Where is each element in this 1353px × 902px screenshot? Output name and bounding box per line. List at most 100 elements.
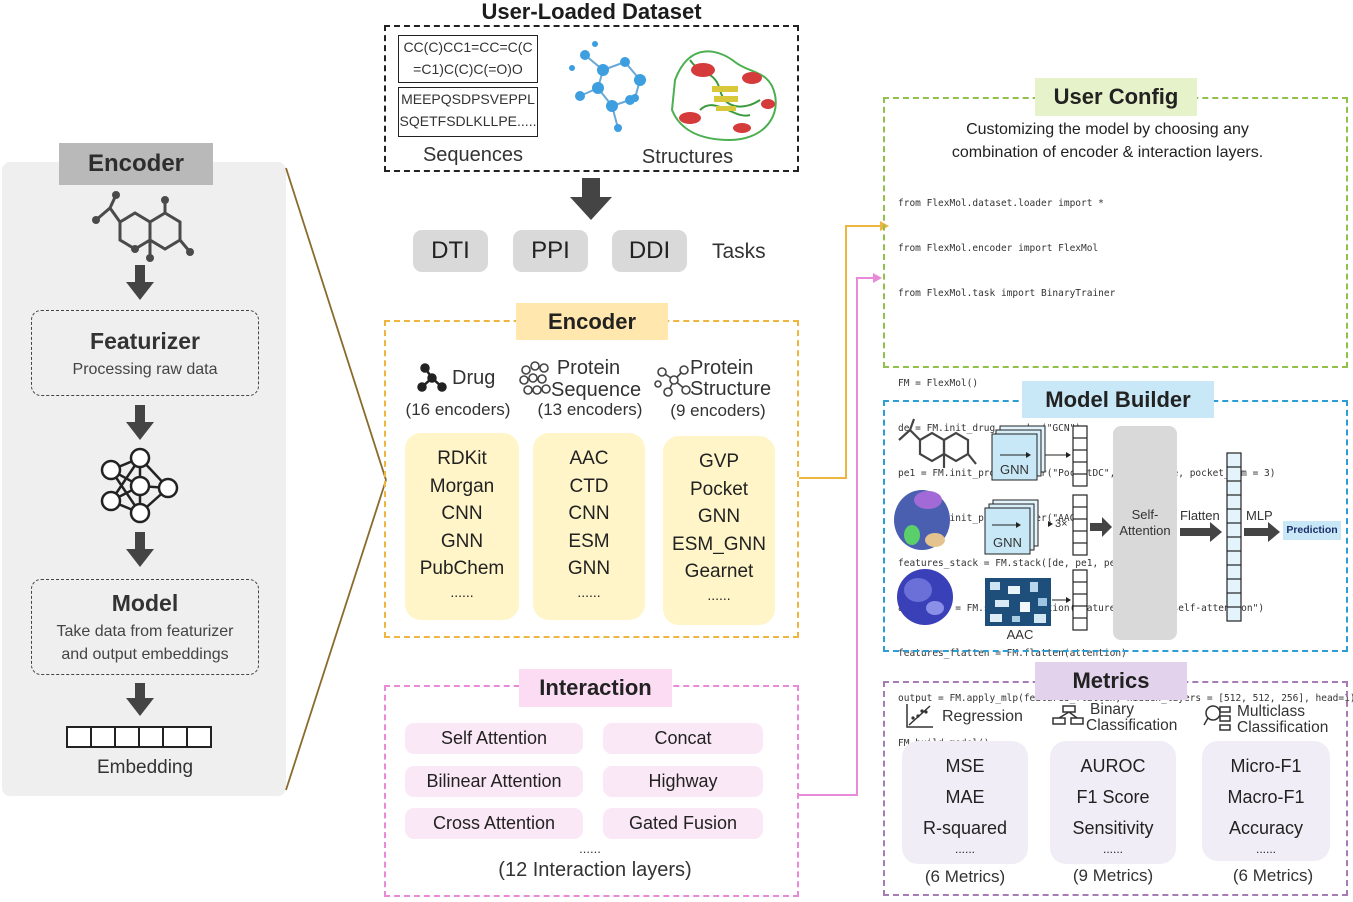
smiles-sequence-box: CC(C)CC1=CC=C(C =C1)C(C)C(=O)O (398, 35, 538, 83)
binary-metric-item[interactable]: Sensitivity (1072, 818, 1154, 838)
protein-structure-heading-line2: Structure (690, 378, 772, 400)
regression-metric-item[interactable]: MAE (945, 787, 985, 807)
dataset-box (384, 25, 799, 172)
multiclass-metric-item[interactable]: Accuracy (1228, 818, 1304, 838)
sequence-encoder-item[interactable]: ESM (568, 530, 610, 552)
task-ppi[interactable]: PPI (513, 230, 588, 272)
interaction-concat[interactable]: Concat (603, 723, 763, 754)
feature-vectors (1072, 425, 1088, 631)
model-title: Model (111, 590, 179, 616)
mlp-arrow (1244, 522, 1280, 542)
structure-encoder-item[interactable]: GVP (698, 451, 740, 472)
encoder-panel-title: Encoder (59, 143, 213, 185)
sequence-encoder-item[interactable]: GNN (567, 558, 611, 579)
molecule-atoms (92, 191, 194, 262)
interaction-more: ...... (579, 841, 601, 856)
smiles-line2: =C1)C(C)C(=O)O (413, 61, 523, 77)
gnn-label-1: GNN (1000, 462, 1029, 477)
protein-sequence-encoder-list: AAC CTD CNN ESM GNN ...... (533, 433, 645, 620)
binary-classification-icon (1052, 705, 1084, 725)
featurizer-box (31, 310, 259, 396)
times-three-label: 3× (1055, 518, 1068, 530)
multiclass-heading-line2: Classification (1237, 719, 1329, 736)
aac-heatmap (985, 578, 1051, 626)
protein-structure-encoder-list: GVP Pocket GNN ESM_GNN Gearnet ...... (663, 436, 775, 625)
regression-metric-item[interactable]: MSE (945, 756, 985, 776)
multiclass-metric-item[interactable]: Micro-F1 (1230, 756, 1302, 776)
interaction-gated-fusion[interactable]: Gated Fusion (603, 808, 763, 839)
binary-metric-item[interactable]: AUROC (1080, 756, 1146, 776)
structure-encoder-item[interactable]: Gearnet (684, 561, 754, 582)
interaction-to-config-connector (799, 277, 876, 796)
interaction-title: Interaction (519, 669, 672, 707)
drug-encoder-item[interactable]: PubChem (419, 558, 505, 579)
interaction-highway[interactable]: Highway (603, 766, 763, 797)
featurizer-description: Processing raw data (72, 361, 218, 378)
code-line: from FlexMol.task import BinaryTrainer (898, 288, 1116, 299)
regression-count: (6 Metrics) (924, 867, 1006, 886)
flattened-vector (1226, 452, 1242, 622)
attention-input-arrow (1090, 517, 1112, 537)
drug-encoder-item[interactable]: CNN (441, 503, 483, 524)
dataset-to-tasks-arrow (570, 178, 612, 220)
interaction-bilinear-attention[interactable]: Bilinear Attention (405, 766, 583, 797)
model-description-line2: and output embeddings (61, 646, 229, 663)
code-line: from FlexMol.encoder import FlexMol (898, 243, 1099, 254)
sequence-encoder-item[interactable]: CTD (569, 475, 609, 497)
protein-line2: SQETFSDLKLLPE..... (399, 113, 537, 129)
binary-heading-line1: Binary (1090, 701, 1134, 718)
builder-protein-icon-2 (897, 569, 953, 625)
model-description-line1: Take data from featurizer (56, 623, 234, 640)
drug-encoder-item[interactable]: GNN (440, 530, 484, 552)
task-dti[interactable]: DTI (413, 230, 488, 272)
task-ddi[interactable]: DDI (612, 230, 687, 272)
protein-line1: MEEPQSDPSVEPPL (401, 91, 535, 107)
interaction-cross-attention[interactable]: Cross Attention (405, 808, 583, 839)
encoder-to-config-connector (799, 225, 884, 479)
drug-encoder-item[interactable]: RDKit (437, 448, 487, 469)
code-line: features_flatten = FM.flatten(attention) (898, 648, 1127, 659)
dataset-title: User-Loaded Dataset (481, 0, 702, 24)
structure-encoder-item[interactable]: ESM_GNN (672, 533, 766, 555)
interaction-self-attention[interactable]: Self Attention (405, 723, 583, 754)
regression-points (911, 709, 928, 720)
structure-encoder-item[interactable]: GNN (697, 506, 741, 527)
protein-structure-heading-line1: Protein (690, 357, 754, 379)
binary-metric-item[interactable]: F1 Score (1076, 787, 1150, 807)
left-arrows (126, 265, 154, 716)
protein-sequence-icon (519, 361, 551, 395)
self-attention-block (1113, 426, 1177, 640)
code-line: FM = FlexMol() (898, 378, 979, 389)
vector-arrows (1045, 454, 1068, 601)
regression-metric-more: ...... (954, 842, 975, 856)
sequence-encoder-item[interactable]: CNN (568, 503, 610, 524)
self-attention-label-line1: Self- (1131, 507, 1159, 522)
protein-sequence-box: MEEPQSDPSVEPPL SQETFSDLKLLPE..... (398, 87, 538, 137)
structure-encoder-item[interactable]: Pocket (689, 478, 749, 500)
featurizer-title: Featurizer (90, 328, 200, 354)
multiclass-classification-icon (1203, 705, 1231, 731)
model-builder-title: Model Builder (1022, 381, 1214, 418)
structures-label: Structures (641, 146, 734, 168)
smiles-line1: CC(C)CC1=CC=C(C (403, 39, 533, 55)
protein-structure-count: (9 encoders) (670, 401, 766, 420)
sequence-encoder-more: ...... (577, 583, 601, 600)
metrics-title: Metrics (1035, 662, 1187, 700)
user-config-title: User Config (1035, 78, 1197, 116)
drug-encoder-item[interactable]: Morgan (429, 475, 495, 497)
multiclass-metric-item[interactable]: Macro-F1 (1227, 787, 1305, 807)
code-line: from FlexMol.dataset.loader import * (898, 198, 1104, 209)
encoder-title: Encoder (516, 303, 668, 340)
regression-metric-item[interactable]: R-squared (922, 818, 1008, 838)
protein-sheets (712, 86, 738, 111)
drug-encoder-more: ...... (450, 583, 474, 600)
sequence-encoder-item[interactable]: AAC (569, 448, 609, 469)
sequences-label: Sequences (422, 144, 524, 166)
binary-count: (9 Metrics) (1072, 866, 1154, 885)
protein-helices (679, 63, 775, 133)
